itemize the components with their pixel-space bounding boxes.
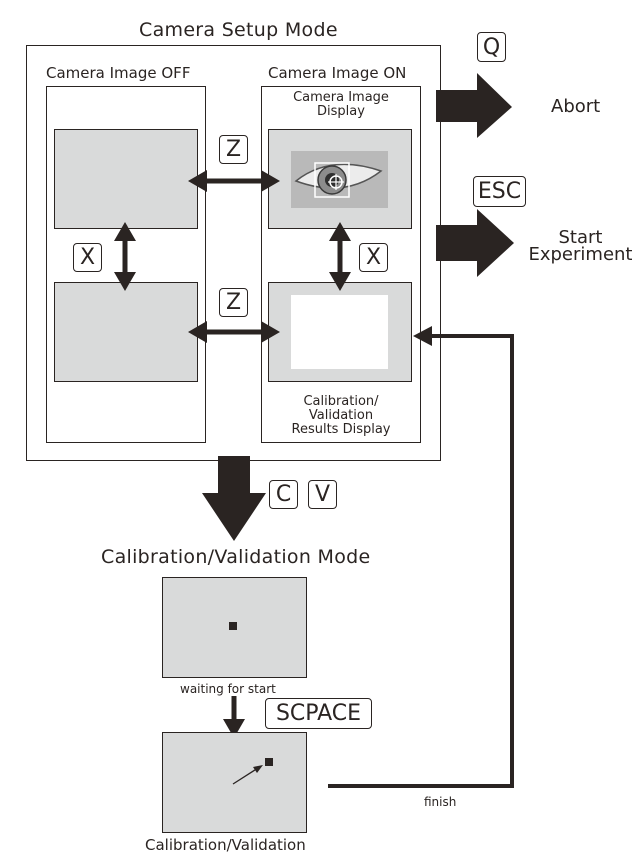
start-experiment-label: Start Experiment <box>523 227 638 265</box>
calibration-validation-label: Calibration/Validation <box>145 836 306 854</box>
camera-setup-mode-title: Camera Setup Mode <box>139 19 338 41</box>
x-key-left: X <box>73 243 102 272</box>
results-label-line1: Calibration/ <box>303 394 379 409</box>
camera-off-top-screen <box>54 129 198 229</box>
abort-arrow <box>436 73 512 138</box>
camera-off-bottom-screen <box>54 282 198 382</box>
results-white-area <box>291 295 388 369</box>
calibration-target-dot <box>229 622 237 630</box>
camera-display-label-line1: Camera Image <box>293 90 389 105</box>
start-label-line2: Experiment <box>528 244 633 265</box>
q-key: Q <box>477 32 506 62</box>
moving-target-dot <box>265 758 273 766</box>
esc-key: ESC <box>473 176 526 207</box>
camera-display-label-line2: Display <box>317 104 365 119</box>
camera-display-label: Camera Image Display <box>270 91 412 119</box>
results-display-label: Calibration/ Validation Results Display <box>270 395 412 437</box>
start-experiment-arrow <box>436 209 514 277</box>
z-key-top: Z <box>219 135 248 164</box>
finish-feedback-line <box>328 334 514 788</box>
finish-label: finish <box>424 795 457 809</box>
v-key: V <box>308 480 337 509</box>
x-left-double-arrow <box>114 222 136 291</box>
x-right-double-arrow <box>329 222 351 291</box>
z-key-bottom: Z <box>219 288 248 317</box>
c-key: C <box>269 480 298 509</box>
camera-off-title: Camera Image OFF <box>46 64 191 82</box>
abort-label: Abort <box>551 96 601 117</box>
z-top-double-arrow <box>188 170 280 192</box>
results-label-line3: Results Display <box>291 422 391 437</box>
waiting-for-start-label: waiting for start <box>180 682 276 696</box>
camera-on-title: Camera Image ON <box>268 64 407 82</box>
results-label-line2: Validation <box>308 408 374 423</box>
finish-arrowhead <box>413 326 432 346</box>
to-calibration-arrow <box>202 456 266 541</box>
space-down-arrow <box>223 696 245 738</box>
start-label-line1: Start <box>558 227 603 248</box>
z-bottom-double-arrow <box>188 321 280 343</box>
space-key: SCPACE <box>265 698 372 729</box>
pupil-tracking-box <box>314 162 350 198</box>
calibration-mode-title: Calibration/Validation Mode <box>101 546 371 568</box>
x-key-right: X <box>359 243 388 272</box>
